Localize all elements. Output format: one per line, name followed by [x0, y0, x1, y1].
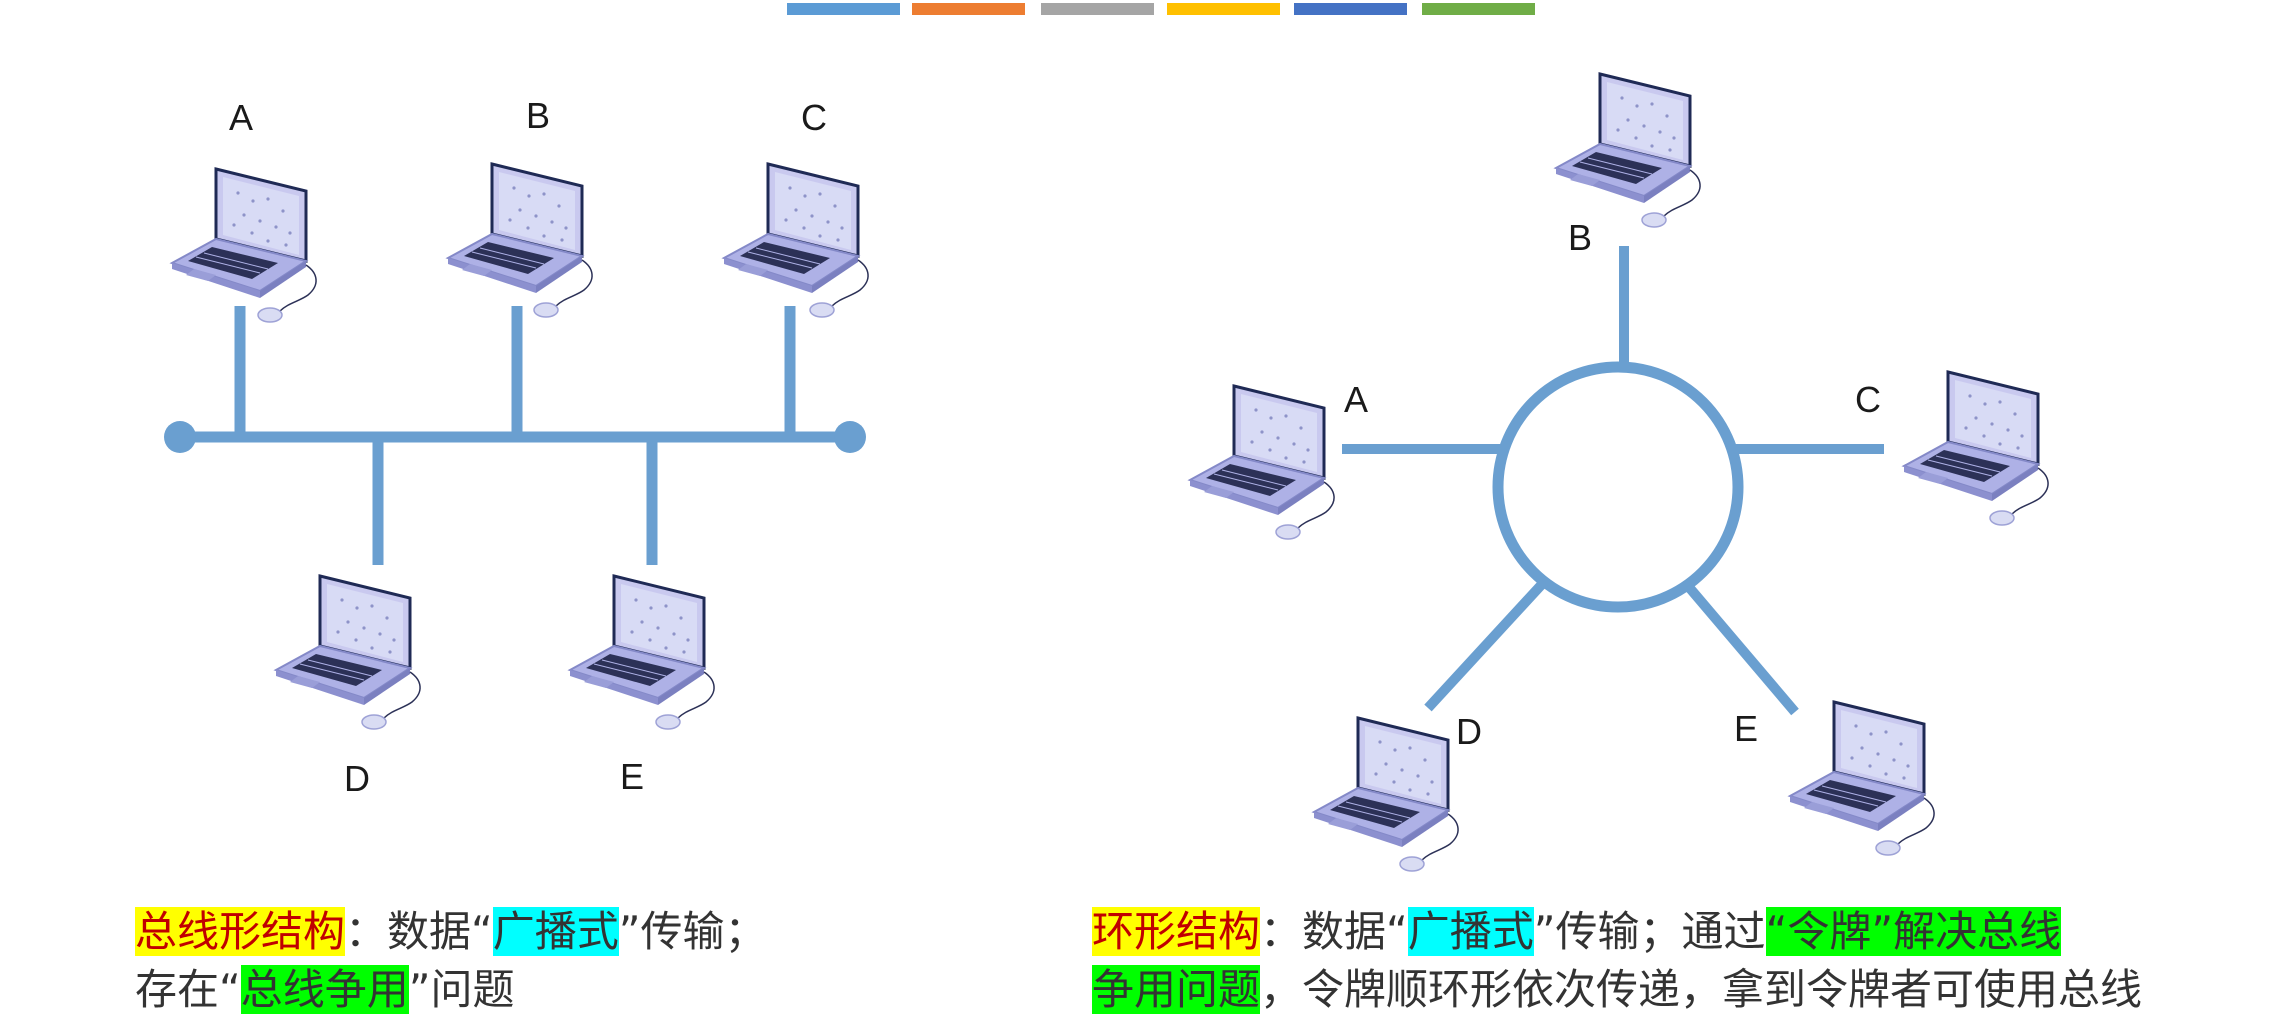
bus-label-b: B — [525, 95, 551, 136]
ring-laptop-b-icon — [1554, 72, 1702, 229]
ring-label-d: D — [1456, 711, 1482, 752]
bus-laptop-d-icon — [274, 574, 422, 731]
color-strip-segment — [912, 3, 1025, 15]
bus-caption-line-1: 总线形结构：数据“广播式”传输； — [135, 903, 767, 961]
bus-label-c: C — [801, 97, 827, 138]
color-strip-segment — [1294, 3, 1407, 15]
ring-caption-line-2: 争用问题，令牌顺环形依次传递，拿到令牌者可使用总线 — [1092, 961, 2142, 1019]
bus-caption-term: 总线形结构 — [135, 907, 346, 956]
ring-caption: 环形结构：数据“广播式”传输；通过“令牌”解决总线 争用问题，令牌顺环形依次传递… — [1092, 903, 2142, 1019]
ring-topology-diagram — [1342, 246, 1884, 716]
ring — [1492, 361, 1744, 613]
bus-label-d: D — [344, 758, 370, 799]
ring-laptop-e-icon — [1788, 700, 1936, 857]
bus-laptop-c-icon — [722, 162, 870, 319]
bus-laptop-e-icon — [568, 574, 716, 731]
ring-laptop-c-icon — [1902, 370, 2050, 527]
ring-link-e — [1684, 582, 1799, 716]
color-strip-segment — [1041, 3, 1154, 15]
ring-caption-highlight-broadcast: 广播式 — [1407, 907, 1534, 956]
ring-link-d — [1424, 578, 1548, 712]
bus-caption: 总线形结构：数据“广播式”传输； 存在“总线争用”问题 — [135, 903, 767, 1019]
ring-caption-text: ，令牌顺环形依次传递，拿到令牌者可使用总线 — [1260, 965, 2143, 1014]
bus-laptop-b-icon — [446, 162, 594, 319]
bus-caption-text: 存在“ — [135, 965, 241, 1014]
color-strip-segment — [787, 3, 900, 15]
bus-caption-highlight-contention: 总线争用 — [240, 965, 409, 1014]
bus-terminator-left — [164, 421, 196, 453]
bus-caption-line-2: 存在“总线争用”问题 — [135, 961, 767, 1019]
ring-label-e: E — [1733, 708, 1759, 749]
ring-laptop-a-icon — [1188, 384, 1336, 541]
ring-label-a: A — [1343, 379, 1369, 420]
ring-label-c: C — [1855, 379, 1881, 420]
ring-caption-text: ：数据“ — [1260, 907, 1408, 956]
bus-caption-text: ”问题 — [408, 965, 515, 1014]
ring-caption-highlight-token: “令牌”解决总线 — [1765, 907, 2062, 956]
bus-terminator-right — [834, 421, 866, 453]
bus-caption-text: ：数据“ — [345, 907, 493, 956]
color-strip-segment — [1167, 3, 1280, 15]
ring-laptop-d-icon — [1312, 716, 1460, 873]
bus-caption-highlight-broadcast: 广播式 — [492, 907, 619, 956]
ring-caption-term: 环形结构 — [1092, 907, 1261, 956]
ring-caption-highlight-contention: 争用问题 — [1092, 965, 1261, 1014]
bus-label-a: A — [228, 97, 254, 138]
bus-caption-text: ”传输； — [618, 907, 767, 956]
ring-caption-text: ”传输；通过 — [1533, 907, 1766, 956]
bus-label-e: E — [619, 756, 645, 797]
ring-label-b: B — [1567, 217, 1593, 258]
bus-laptop-a-icon — [170, 167, 318, 324]
ring-caption-line-1: 环形结构：数据“广播式”传输；通过“令牌”解决总线 — [1092, 903, 2142, 961]
color-strip-segment — [1422, 3, 1535, 15]
